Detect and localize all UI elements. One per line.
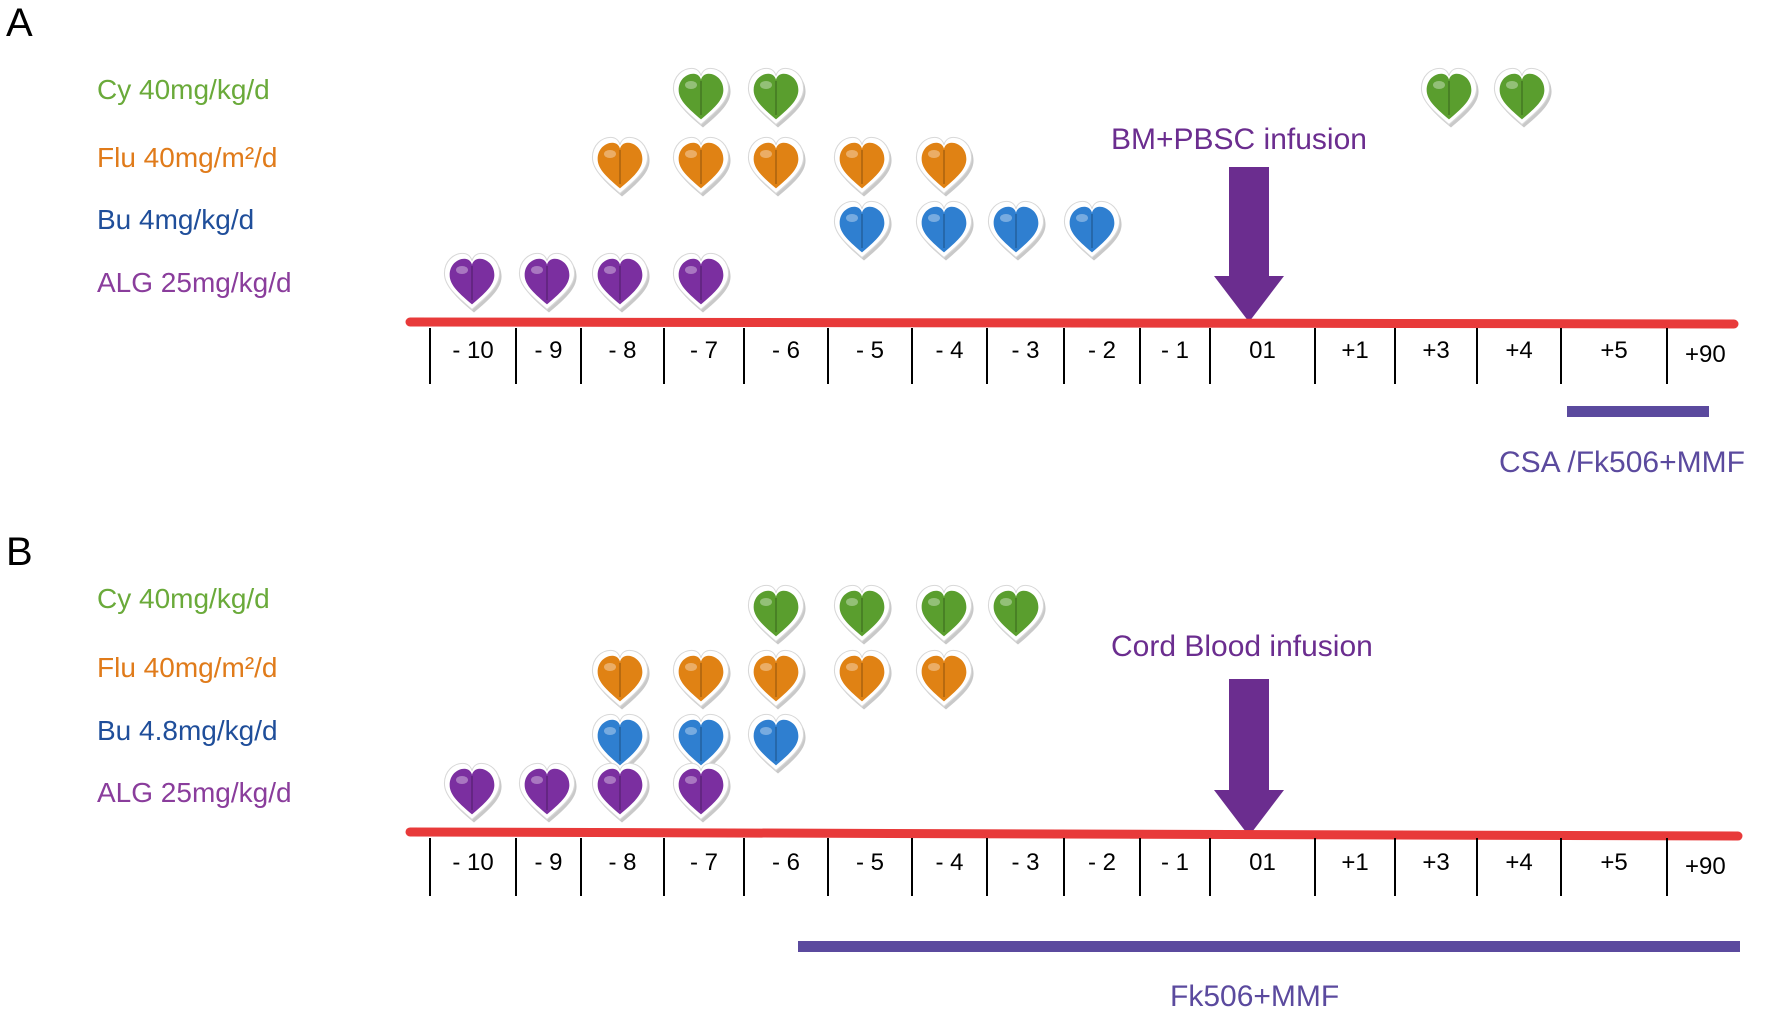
heart-icon [833, 200, 892, 261]
drug-label-alg-a: ALG 25mg/kg/d [97, 267, 292, 298]
day-label: - 6 [772, 849, 800, 876]
dose-hearts-b [443, 584, 1046, 823]
heart-icon [1063, 200, 1122, 261]
heart-icon [591, 649, 650, 710]
drug-label-alg-b: ALG 25mg/kg/d [97, 777, 292, 808]
timeline-a [405, 317, 1739, 329]
drug-label-bu-a: Bu 4mg/kg/d [97, 204, 254, 235]
heart-icon [591, 762, 650, 823]
panel-letter-b: B [6, 530, 33, 574]
day-label: 01 [1249, 337, 1276, 364]
infusion-arrow-a [1214, 167, 1284, 322]
day-label: - 10 [452, 849, 493, 876]
heart-icon [672, 252, 731, 313]
day-label: +1 [1341, 337, 1368, 364]
heart-icon [443, 252, 502, 313]
drug-label-flu-b: Flu 40mg/m²/d [97, 652, 278, 683]
day-label: - 5 [856, 849, 884, 876]
immuno-label-a: CSA /Fk506+MMF [1499, 446, 1745, 479]
day-label: - 4 [935, 337, 963, 364]
heart-icon [747, 649, 806, 710]
heart-icon [1420, 67, 1479, 128]
day-label: - 8 [608, 337, 636, 364]
heart-icon [591, 713, 650, 774]
heart-icon [915, 136, 974, 197]
day-label: 01 [1249, 849, 1276, 876]
day-axis-b: - 10 - 9 - 8 - 7 - 6 - 5 - 4 - 3 - 2 - 1 01 +1 +3 +4 +… [429, 838, 1726, 896]
drug-label-cy-a: Cy 40mg/kg/d [97, 74, 270, 105]
day-label: +90 [1685, 341, 1726, 368]
drug-label-bu-b: Bu 4.8mg/kg/d [97, 715, 278, 746]
day-axis-a: - 10 - 9 - 8 - 7 - 6 - 5 - 4 - 3 - 2 - 1 01 +1 +3 +4 +… [429, 328, 1726, 384]
heart-icon [443, 762, 502, 823]
heart-icon [672, 762, 731, 823]
heart-icon [591, 136, 650, 197]
panel-letter-a: A [6, 1, 33, 45]
drug-label-cy-b: Cy 40mg/kg/d [97, 583, 270, 614]
heart-icon [518, 762, 577, 823]
heart-icon [915, 584, 974, 645]
day-label: - 5 [856, 337, 884, 364]
heart-icon [833, 649, 892, 710]
heart-icon [747, 67, 806, 128]
day-label: - 9 [534, 337, 562, 364]
heart-icon [987, 200, 1046, 261]
heart-icon [672, 67, 731, 128]
panel-a: A Cy 40mg/kg/d Flu 40mg/m²/d Bu 4mg/kg/d… [6, 1, 1745, 479]
heart-icon [1493, 67, 1552, 128]
day-label: - 7 [690, 337, 718, 364]
immuno-bar-b [798, 941, 1740, 952]
heart-icon [747, 136, 806, 197]
infusion-label-a: BM+PBSC infusion [1111, 123, 1367, 156]
day-label: - 8 [608, 849, 636, 876]
day-label: +1 [1341, 849, 1368, 876]
heart-icon [747, 713, 806, 774]
day-label: - 10 [452, 337, 493, 364]
day-label: - 1 [1161, 849, 1189, 876]
immuno-bar-a [1567, 406, 1709, 417]
day-label: - 3 [1011, 849, 1039, 876]
heart-icon [672, 649, 731, 710]
immuno-label-b: Fk506+MMF [1170, 980, 1339, 1013]
day-label: +3 [1422, 849, 1449, 876]
infusion-arrow-b [1214, 679, 1284, 836]
day-label: +4 [1505, 337, 1532, 364]
day-label: +4 [1505, 849, 1532, 876]
dose-hearts-a [443, 67, 1552, 313]
timeline-b [405, 827, 1743, 841]
day-label: +3 [1422, 337, 1449, 364]
day-label: - 9 [534, 849, 562, 876]
day-label: - 2 [1088, 849, 1116, 876]
heart-icon [833, 584, 892, 645]
heart-icon [915, 649, 974, 710]
day-label: - 7 [690, 849, 718, 876]
heart-icon [672, 136, 731, 197]
day-label: - 6 [772, 337, 800, 364]
heart-icon [591, 252, 650, 313]
heart-icon [672, 713, 731, 774]
day-label: - 2 [1088, 337, 1116, 364]
heart-icon [518, 252, 577, 313]
day-label: - 3 [1011, 337, 1039, 364]
day-label: +90 [1685, 853, 1726, 880]
panel-b: B Cy 40mg/kg/d Flu 40mg/m²/d Bu 4.8mg/kg… [6, 530, 1743, 1013]
day-label: - 1 [1161, 337, 1189, 364]
day-label: +5 [1600, 849, 1627, 876]
drug-label-flu-a: Flu 40mg/m²/d [97, 142, 278, 173]
day-label: +5 [1600, 337, 1627, 364]
heart-icon [987, 584, 1046, 645]
heart-icon [915, 200, 974, 261]
infusion-label-b: Cord Blood infusion [1111, 630, 1373, 663]
day-label: - 4 [935, 849, 963, 876]
heart-icon [747, 584, 806, 645]
heart-icon [833, 136, 892, 197]
